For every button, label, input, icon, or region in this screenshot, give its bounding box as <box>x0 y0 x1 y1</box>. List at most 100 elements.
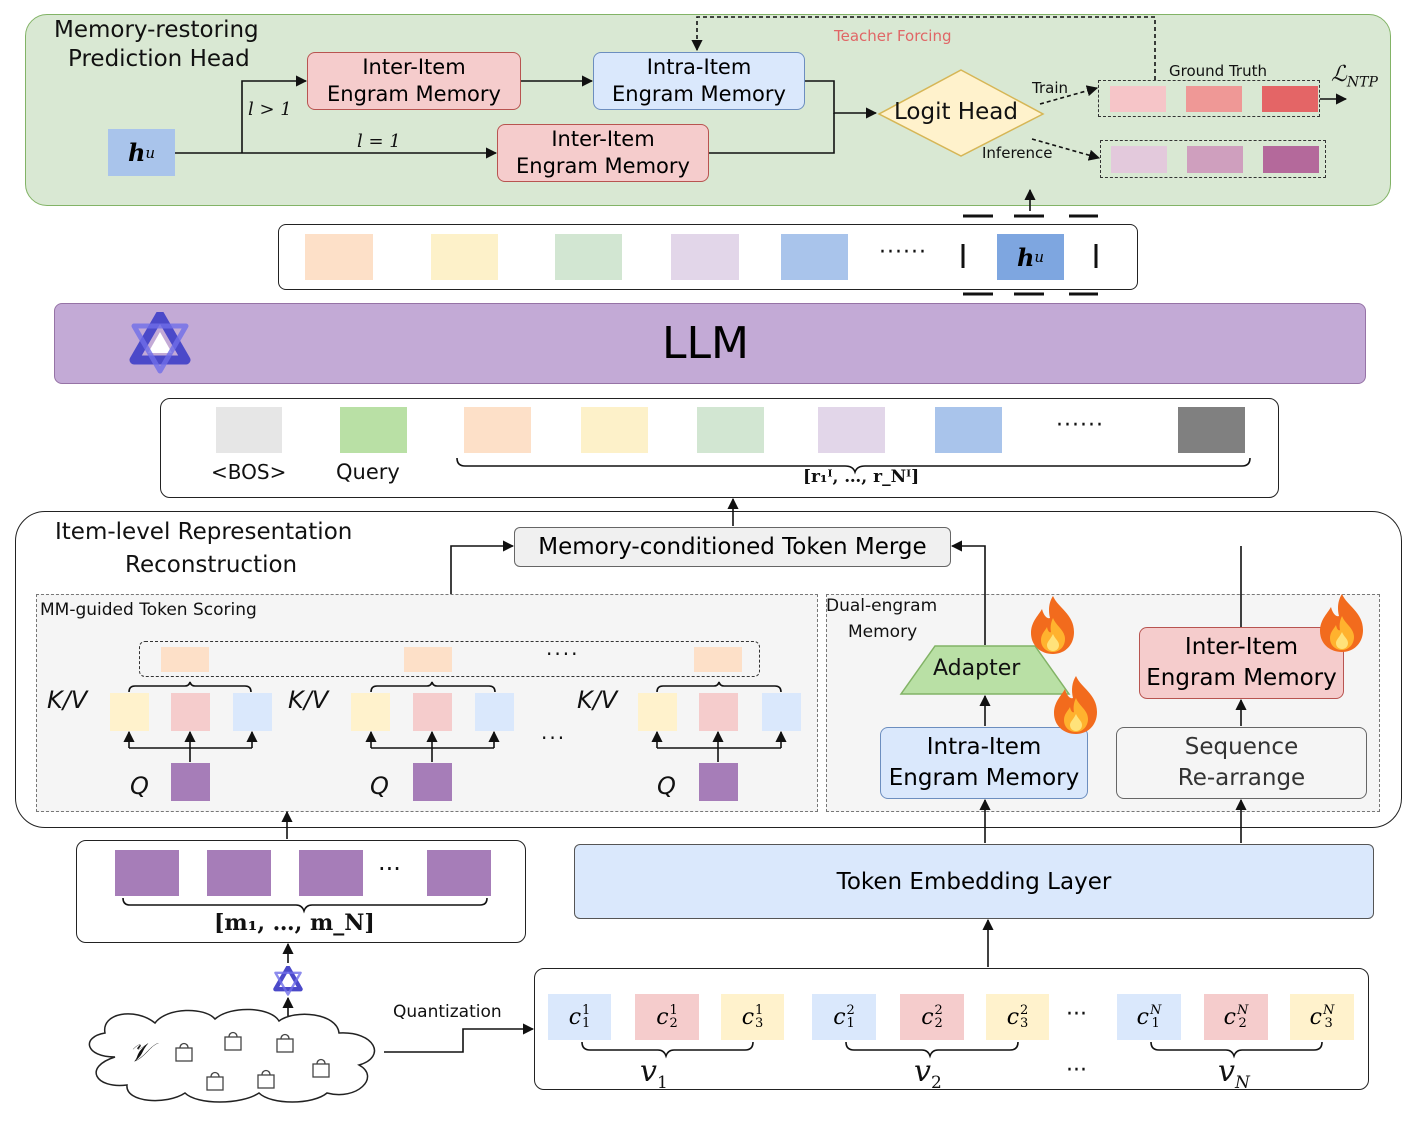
inter-item-memory-top: Inter-Item Engram Memory <box>307 52 521 110</box>
r-sequence-label: [r₁ᴵ, …, r_Nᴵ] <box>803 467 920 487</box>
mm-ellipsis: ··· <box>378 855 401 883</box>
inter-item-memory-bottom: Inter-Item Engram Memory <box>497 124 709 182</box>
shopping-bag-icon <box>175 1042 193 1062</box>
fire-icon <box>1320 594 1363 652</box>
output-token <box>671 234 739 280</box>
kv-label: K/V <box>577 686 618 714</box>
mm-token <box>207 850 271 896</box>
teacher-forcing-label: Teacher Forcing <box>834 27 952 45</box>
dual-engram-title: Dual-engram Memory <box>826 596 938 642</box>
gt-token <box>1262 86 1318 112</box>
reconstruction-title: Item-level Representation Reconstruction <box>55 519 353 578</box>
inference-output-group <box>1100 140 1326 178</box>
inference-token <box>1111 146 1167 173</box>
bos-label: <BOS> <box>211 460 287 484</box>
scored-ellipsis: ···· <box>546 642 580 666</box>
input-ellipsis: ······ <box>1056 413 1104 438</box>
ground-truth-label: Ground Truth <box>1169 62 1267 80</box>
train-label: Train <box>1032 79 1068 97</box>
kv-group-ellipsis: ··· <box>541 726 567 750</box>
item-cloud <box>88 1008 376 1103</box>
input-token <box>935 407 1002 453</box>
kv-token <box>762 693 801 731</box>
kv-token <box>413 693 452 731</box>
input-token <box>464 407 531 453</box>
kv-label: K/V <box>47 686 88 714</box>
ntp-loss-label: ℒNTP <box>1331 62 1378 91</box>
mm-token <box>427 850 491 896</box>
q-label: Q <box>130 772 149 800</box>
mm-sequence-label: [m₁, …, m_N] <box>214 910 375 936</box>
output-token <box>431 234 498 280</box>
kv-token <box>699 693 738 731</box>
shopping-bag-icon <box>206 1071 224 1091</box>
query-token <box>340 407 407 453</box>
input-token <box>697 407 764 453</box>
output-token <box>305 234 373 280</box>
llm-label: LLM <box>662 318 749 369</box>
intra-item-memory-dual: Intra-Item Engram Memory <box>880 727 1088 799</box>
token-merge-box: Memory-conditioned Token Merge <box>514 527 951 567</box>
qwen-logo-icon <box>129 312 191 374</box>
fire-icon <box>1031 596 1074 654</box>
scored-token <box>694 647 742 672</box>
shopping-bag-icon <box>312 1058 330 1078</box>
output-token <box>555 234 622 280</box>
kv-token <box>233 693 272 731</box>
kv-token <box>351 693 390 731</box>
scored-token-group <box>139 641 760 677</box>
kv-token <box>638 693 677 731</box>
qwen-small-logo-icon <box>273 966 303 996</box>
output-token <box>781 234 848 280</box>
fire-icon <box>1054 676 1097 734</box>
mm-token <box>115 850 179 896</box>
kv-token <box>110 693 149 731</box>
q-label: Q <box>370 772 389 800</box>
inference-label: Inference <box>982 144 1053 162</box>
shopping-bag-icon <box>224 1031 242 1051</box>
token-embedding-layer: Token Embedding Layer <box>574 844 1374 919</box>
mm-token <box>299 850 363 896</box>
scored-token <box>404 647 452 672</box>
quantization-label: Quantization <box>393 1002 502 1022</box>
item-ellipsis: ··· <box>1066 1058 1087 1083</box>
q-label: Q <box>657 772 676 800</box>
logit-head-diamond <box>877 69 1045 157</box>
input-token <box>581 407 648 453</box>
scored-token <box>161 647 209 672</box>
query-label: Query <box>336 460 400 484</box>
inference-token <box>1263 146 1319 173</box>
l-greater-1-label: l > 1 <box>248 99 292 120</box>
intra-item-memory-top: Intra-Item Engram Memory <box>593 52 805 110</box>
kv-token <box>475 693 514 731</box>
gt-token <box>1186 86 1242 112</box>
output-ellipsis: ······ <box>879 240 927 265</box>
sequence-rearrange-box: Sequence Re-arrange <box>1116 727 1367 799</box>
bos-token <box>216 407 282 453</box>
kv-label: K/V <box>288 686 329 714</box>
llm-block <box>54 303 1366 384</box>
q-token <box>699 763 738 801</box>
logit-head-label: Logit Head <box>894 99 1018 125</box>
adapter-label: Adapter <box>933 656 1021 681</box>
item-v2-label: v2 <box>914 1054 942 1093</box>
shopping-bag-icon <box>257 1069 275 1089</box>
prediction-head-title: Memory-restoring Prediction Head <box>54 17 259 72</box>
inter-item-memory-dual: Inter-Item Engram Memory <box>1139 627 1344 699</box>
adapter-trapezoid <box>899 645 1071 695</box>
kv-token <box>171 693 210 731</box>
mm-scoring-title: MM-guided Token Scoring <box>40 600 257 620</box>
q-token <box>413 763 452 801</box>
code-ellipsis: ··· <box>1066 1002 1087 1027</box>
l-equal-1-label: l = 1 <box>357 131 401 152</box>
q-token <box>171 763 210 801</box>
